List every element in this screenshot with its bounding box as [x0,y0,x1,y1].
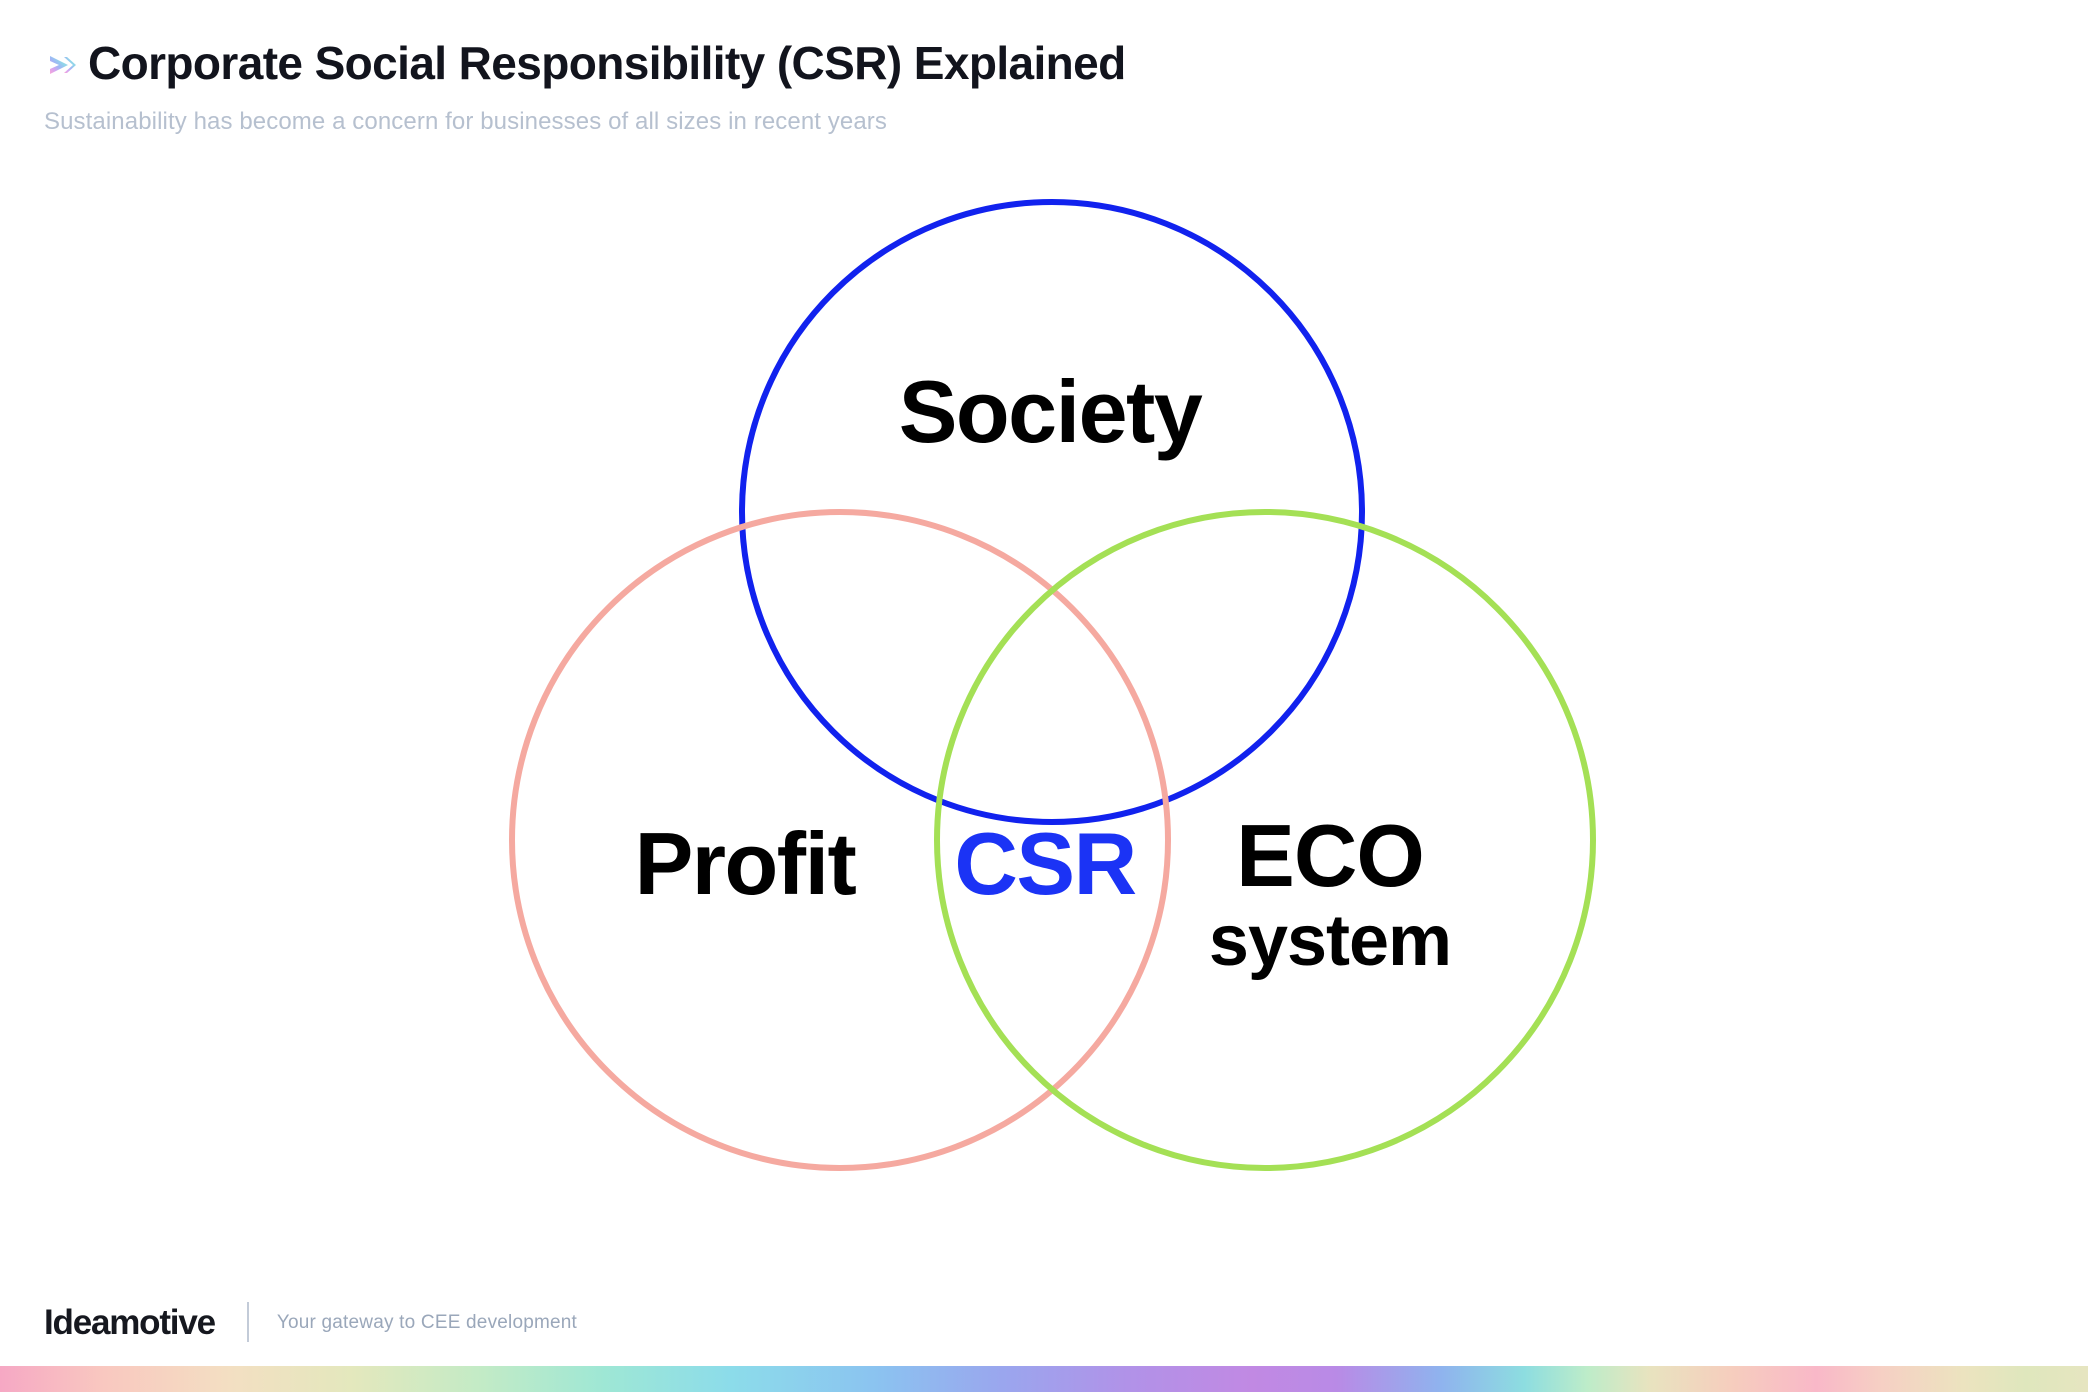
footer-tagline: Your gateway to CEE development [276,1311,578,1333]
title-row: Corporate Social Responsibility (CSR) Ex… [42,30,1642,96]
chevron-gradient-icon [50,56,76,74]
footer-divider [246,1302,249,1342]
venn-label-society: Society [898,362,1203,461]
page-subtitle: Sustainability has become a concern for … [44,108,887,135]
venn-label-csr: CSR [954,814,1137,913]
venn-circle-profit [509,509,1171,1171]
venn-label-profit: Profit [634,814,857,913]
venn-label-ecosystem: ECO system [1135,812,1525,980]
bottom-gradient-bar [0,1366,2088,1392]
slide-footer: Ideamotive Your gateway to CEE developme… [44,1300,577,1344]
venn-label-ecosystem-line2: system [1208,901,1452,981]
venn-label-ecosystem-line1: ECO [1236,806,1425,905]
page-title: Corporate Social Responsibility (CSR) Ex… [88,36,1126,89]
slide-header: Corporate Social Responsibility (CSR) Ex… [42,30,1642,137]
ideamotive-logo: Ideamotive [44,1302,216,1342]
venn-circle-ecosystem [934,509,1596,1171]
venn-circle-society [739,199,1365,825]
